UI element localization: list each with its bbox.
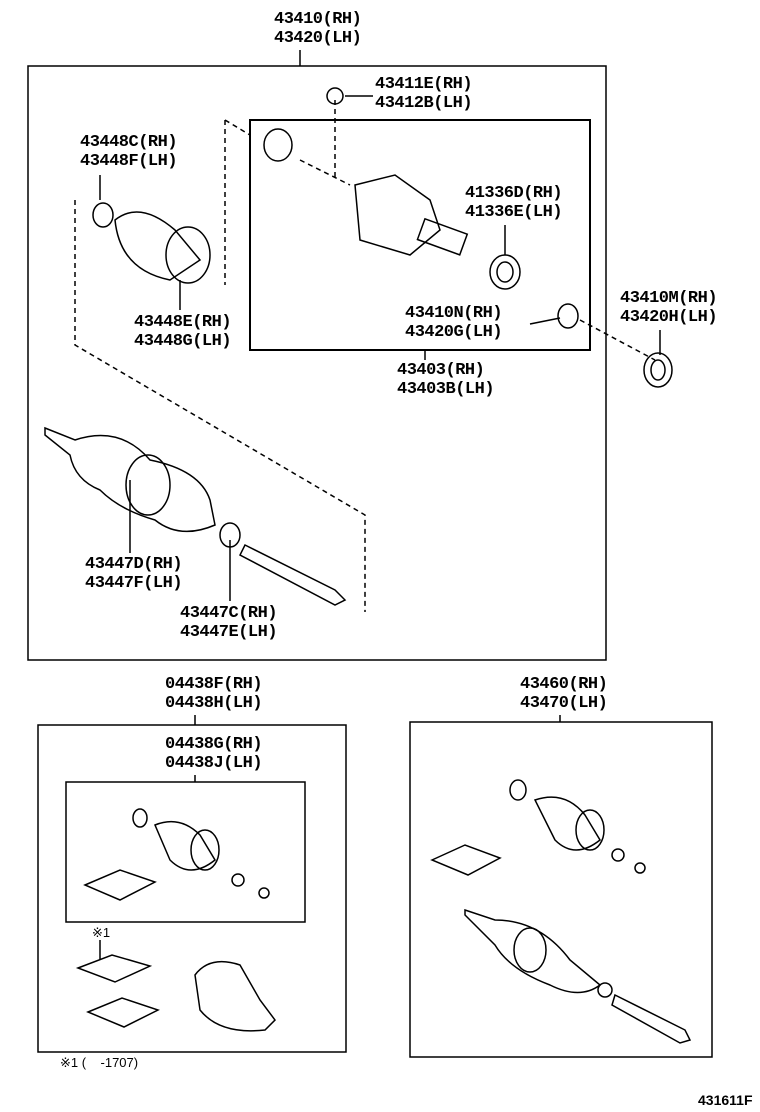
part-lh: 43448F(LH) <box>80 152 178 171</box>
part-lh: 43447E(LH) <box>180 623 278 642</box>
label-snap-ring-inner[interactable]: 43410N(RH)43420G(LH) <box>405 304 503 342</box>
footnote: ※1 ( -1707) <box>60 1055 139 1070</box>
label-boot-clamp-small[interactable]: 43447C(RH)43447E(LH) <box>180 604 278 642</box>
part-lh: 43447F(LH) <box>85 574 183 593</box>
label-boot-clamp-inner[interactable]: 43448E(RH)43448G(LH) <box>134 313 232 351</box>
part-lh: 43403B(LH) <box>397 380 495 399</box>
label-dust-deflector[interactable]: 43410M(RH)43420H(LH) <box>620 289 718 327</box>
boot-drawing <box>92 202 211 284</box>
inboard-joint-drawing <box>263 87 673 388</box>
part-rh: 43447C(RH) <box>180 604 278 623</box>
boot-kit-drawing <box>75 808 276 1032</box>
boot-kit-box <box>37 724 347 1053</box>
part-rh: 43411E(RH) <box>375 75 473 94</box>
dashed-guides <box>74 100 656 612</box>
leader-lines <box>99 50 661 960</box>
label-oil-seal[interactable]: 41336D(RH)41336E(LH) <box>465 184 563 222</box>
part-rh: 43410N(RH) <box>405 304 503 323</box>
label-snap-ring-top[interactable]: 43411E(RH)43412B(LH) <box>375 75 473 113</box>
part-lh: 43448G(LH) <box>134 332 232 351</box>
part-rh: 41336D(RH) <box>465 184 563 203</box>
part-rh: 43460(RH) <box>520 675 608 694</box>
part-rh: 43403(RH) <box>397 361 485 380</box>
label-boot-kit[interactable]: 04438F(RH)04438H(LH) <box>165 675 263 713</box>
part-lh: 43420(LH) <box>274 29 362 48</box>
part-lh: 04438H(LH) <box>165 694 263 713</box>
part-lh: 43470(LH) <box>520 694 608 713</box>
label-boot-clamp-outer[interactable]: 43448C(RH)43448F(LH) <box>80 133 178 171</box>
part-rh: 43448E(RH) <box>134 313 232 332</box>
part-rh: 43447D(RH) <box>85 555 183 574</box>
part-rh: 43410(RH) <box>274 10 362 29</box>
part-rh: 04438F(RH) <box>165 675 263 694</box>
figure-id: 431611F <box>698 1092 753 1108</box>
label-drive-shaft[interactable]: 43410(RH)43420(LH) <box>274 10 362 48</box>
shaft-assy-box <box>409 721 713 1058</box>
label-boot-kit-inner[interactable]: 04438G(RH)04438J(LH) <box>165 735 263 773</box>
shaft-drawing <box>44 426 347 606</box>
note-marker: ※1 <box>92 925 111 940</box>
part-rh: 43448C(RH) <box>80 133 178 152</box>
label-inboard-joint[interactable]: 43403(RH)43403B(LH) <box>397 361 495 399</box>
main-box <box>27 65 607 661</box>
part-lh: 43420H(LH) <box>620 308 718 327</box>
part-lh: 41336E(LH) <box>465 203 563 222</box>
part-lh: 04438J(LH) <box>165 754 263 773</box>
part-lh: 43412B(LH) <box>375 94 473 113</box>
label-shaft-assy[interactable]: 43460(RH)43470(LH) <box>520 675 608 713</box>
shaft-assy-drawing <box>430 779 692 1044</box>
part-rh: 04438G(RH) <box>165 735 263 754</box>
part-lh: 43420G(LH) <box>405 323 503 342</box>
part-rh: 43410M(RH) <box>620 289 718 308</box>
boot-kit-inner-box <box>65 781 306 923</box>
label-boot-clamp-shaft[interactable]: 43447D(RH)43447F(LH) <box>85 555 183 593</box>
